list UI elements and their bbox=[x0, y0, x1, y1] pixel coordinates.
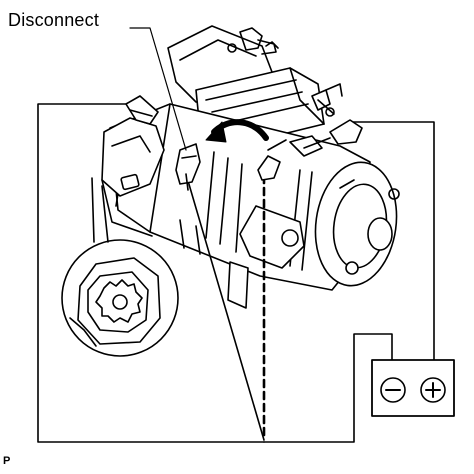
battery-positive-terminal bbox=[420, 377, 446, 403]
disconnect-label: Disconnect bbox=[8, 10, 100, 30]
disconnect-leader-line bbox=[129, 27, 187, 151]
test-clips bbox=[125, 95, 363, 191]
figure-code: P bbox=[3, 455, 11, 467]
pinion-detail-view bbox=[61, 177, 179, 357]
battery-negative-terminal bbox=[380, 377, 406, 403]
disconnect-arrow bbox=[205, 119, 269, 143]
battery bbox=[371, 359, 455, 417]
plus-icon bbox=[425, 382, 441, 398]
